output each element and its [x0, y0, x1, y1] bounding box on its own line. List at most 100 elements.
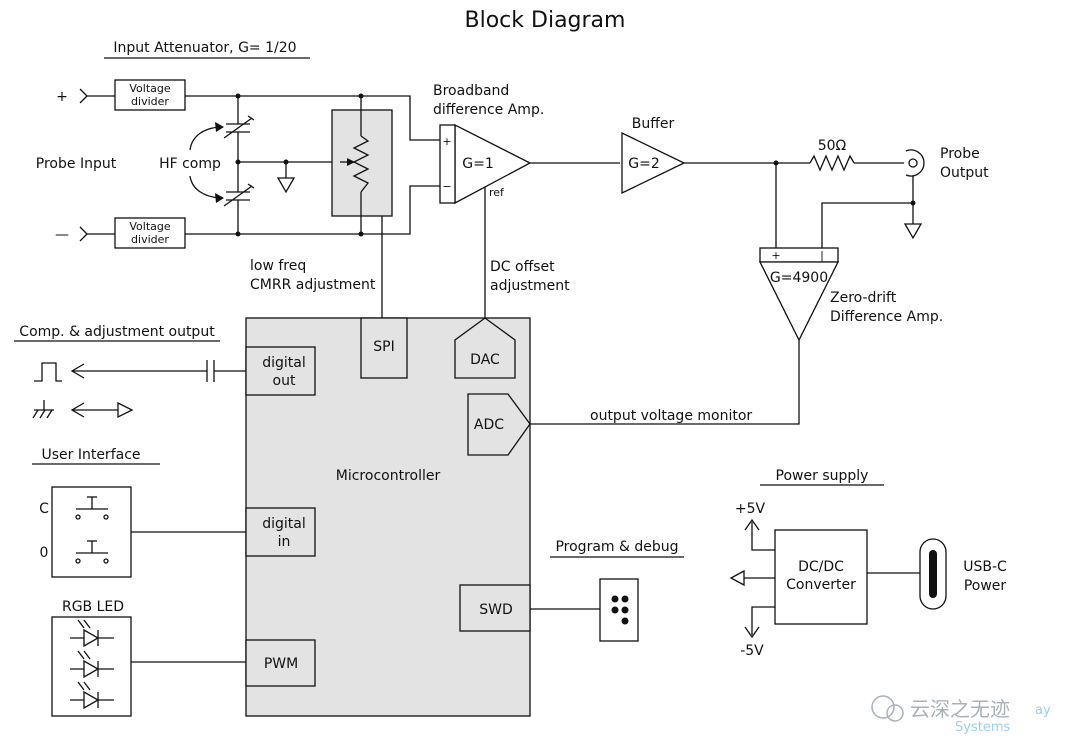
diff-amp-ref: ref [489, 186, 505, 199]
output-monitor-label: output voltage monitor [590, 408, 752, 424]
voltage-divider-top: Voltage divider [114, 79, 186, 111]
diff-amp-gain: G=1 [462, 156, 494, 172]
top-signal-wire [185, 95, 440, 141]
zero-drift-minus: | [820, 249, 824, 262]
square-wave-icon [34, 362, 62, 382]
watermark: 云深之无迹 ay Systems [871, 695, 1051, 735]
zero-drift-gain: G=4900 [770, 270, 828, 286]
ground-icon [276, 177, 296, 194]
cmrr-label-line1: low freq [250, 258, 306, 274]
rgb-led-title: RGB LED [62, 599, 124, 615]
dc-offset-line1: DC offset [490, 259, 555, 275]
push-button-c-icon [75, 496, 109, 520]
diff-amp-minus: − [442, 180, 451, 193]
buffer-gain: G=2 [628, 156, 660, 172]
diff-amp-plus: + [442, 135, 451, 148]
swd-port: SWD [459, 584, 531, 632]
hf-comp-label: HF comp [159, 156, 221, 172]
input-attenuator-title: Input Attenuator, G= 1/20 [113, 40, 296, 56]
neg-rail-arrow-icon [744, 626, 760, 639]
user-interface-title: User Interface [41, 447, 140, 463]
microcontroller-label: Microcontroller [336, 468, 441, 484]
wechat-logo-icon [871, 695, 895, 719]
spi-port: SPI [360, 317, 408, 379]
watermark-text: 云深之无迹 [910, 697, 1010, 721]
power-supply-title: Power supply [776, 468, 869, 484]
minus-input-terminal-icon [79, 226, 88, 242]
wiper-arrow-icon [347, 158, 355, 166]
monitor-wire [530, 340, 800, 425]
svg-text:SPI: SPI [373, 339, 394, 355]
digital-out-port: digital out [245, 346, 316, 396]
button-c-label: C [39, 501, 49, 517]
arrowhead [215, 193, 224, 203]
pos-rail-wire [751, 522, 775, 551]
sense-minus-wire [821, 202, 913, 248]
junction-dot [358, 93, 364, 99]
diff-amp-title-line1: Broadband [433, 83, 509, 99]
pos-rail-label: +5V [735, 501, 766, 517]
push-button-0-icon [75, 540, 109, 564]
svg-text:in: in [278, 534, 291, 550]
probe-input-label: Probe Input [36, 156, 117, 172]
junction-dot [358, 231, 364, 237]
diff-amp-input-box [439, 124, 456, 204]
junction-dot [235, 93, 241, 99]
minus-input-sign: — [55, 227, 69, 243]
diff-amp-title-line2: difference Amp. [433, 102, 544, 118]
watermark-sub1: ay [1035, 703, 1051, 718]
chassis-ground-icon [32, 400, 54, 419]
converter-line1: DC/DC [798, 559, 844, 575]
probe-output-line2: Output [940, 165, 989, 181]
resistor-label: 50Ω [818, 138, 847, 154]
svg-text:Voltage: Voltage [129, 220, 170, 233]
probe-output-line1: Probe [940, 146, 980, 162]
probe-output-connector-icon [905, 149, 925, 177]
bottom-signal-wire [185, 185, 440, 235]
usb-c-line2: Power [964, 578, 1007, 594]
plus-input-sign: + [56, 89, 68, 105]
svg-text:PWM: PWM [264, 656, 298, 672]
ground-arrow-icon [729, 569, 745, 587]
watermark-sub2: Systems [955, 720, 1010, 735]
voltage-divider-bottom: Voltage divider [114, 217, 186, 249]
led-green-icon [70, 650, 114, 679]
svg-text:SWD: SWD [479, 602, 513, 618]
buffer-amp [621, 131, 686, 195]
debug-connector-icon [599, 578, 639, 642]
bidirectional-arrow-icon [70, 401, 134, 419]
diagram-title: Block Diagram [465, 8, 626, 33]
output-ground-icon [903, 223, 923, 240]
svg-text:divider: divider [131, 233, 169, 246]
arrowhead [215, 122, 224, 132]
svg-text:DAC: DAC [470, 352, 500, 368]
converter-line2: Converter [786, 577, 856, 593]
adc-port: ADC [467, 393, 531, 456]
svg-text:digital: digital [262, 516, 306, 532]
junction-dot [235, 231, 241, 237]
buffer-title: Buffer [632, 116, 675, 132]
led-red-icon [70, 619, 114, 648]
neg-rail-wire [751, 606, 775, 635]
svg-text:digital: digital [262, 355, 306, 371]
comp-output-title: Comp. & adjustment output [19, 324, 215, 340]
cmrr-label-line2: CMRR adjustment [250, 277, 376, 293]
svg-text:divider: divider [131, 95, 169, 108]
program-debug-title: Program & debug [555, 539, 678, 555]
hf-comp-trimmer-capacitor-top-icon [223, 115, 255, 139]
pos-rail-arrow-icon [744, 518, 760, 531]
svg-text:Voltage: Voltage [129, 82, 170, 95]
svg-text:out: out [273, 373, 296, 389]
svg-text:ADC: ADC [474, 417, 504, 433]
dc-offset-line2: adjustment [490, 278, 570, 294]
neg-rail-label: -5V [740, 643, 764, 659]
pwm-port: PWM [245, 639, 316, 687]
led-blue-icon [70, 681, 114, 710]
usb-c-line1: USB-C [963, 559, 1007, 575]
digital-in-port: digital in [245, 507, 316, 557]
button-0-label: 0 [40, 545, 49, 561]
zero-drift-line2: Difference Amp. [830, 309, 943, 325]
usb-c-connector-icon [919, 538, 947, 610]
dcdc-converter [774, 529, 868, 625]
